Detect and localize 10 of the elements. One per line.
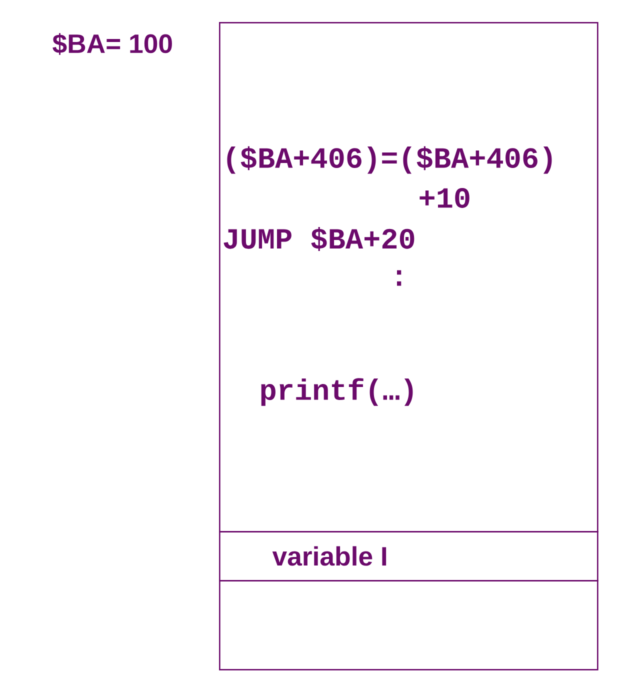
code-line: : [397, 270, 402, 286]
code-line: printf(…) [261, 378, 413, 406]
code-segment [219, 22, 598, 532]
code-line: ($BA+406)=($BA+406) [227, 146, 552, 174]
base-address-label: $BA= 100 [52, 33, 172, 55]
code-line: JUMP $BA+20 [224, 227, 414, 251]
variable-label: variable I [272, 546, 386, 566]
code-line: +10 [420, 188, 470, 208]
data-segment [219, 531, 598, 582]
memory-segment [219, 580, 598, 670]
